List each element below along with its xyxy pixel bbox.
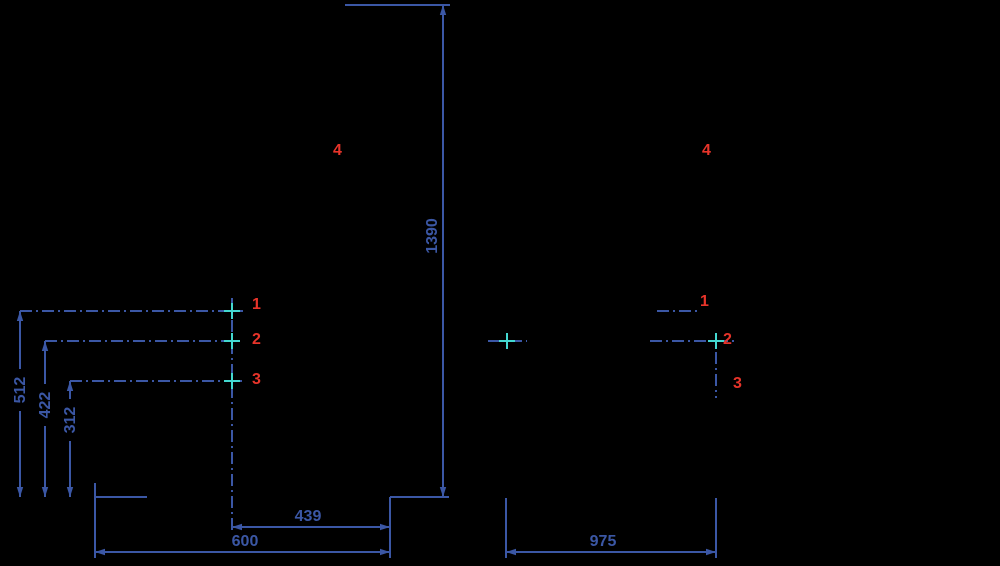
crosshair-icon — [224, 333, 240, 349]
point-label-3: 3 — [252, 371, 261, 388]
side-view: 4 1 2 3 975 — [488, 142, 742, 558]
dim-value-overall-width: 600 — [232, 533, 259, 550]
dim-value-point2-height: 422 — [37, 392, 54, 419]
crosshair-icon — [708, 333, 724, 349]
label-backing — [421, 214, 441, 258]
point-label-3: 3 — [733, 375, 742, 392]
dim-value-inset-width: 439 — [295, 508, 322, 525]
point-label-1: 1 — [252, 296, 261, 313]
dim-value-depth: 975 — [590, 533, 617, 550]
dim-value-point1-height: 512 — [12, 377, 29, 404]
point-label-4: 4 — [333, 142, 342, 159]
point-label-2: 2 — [252, 331, 261, 348]
crosshair-icon — [224, 303, 240, 319]
crosshair-icon — [499, 333, 515, 349]
front-view: 1390 4 512 422 312 — [12, 4, 450, 558]
crosshair-icon — [224, 373, 240, 389]
label-backing — [12, 369, 28, 411]
label-backing — [62, 399, 78, 441]
dim-label-point2-height: 422 — [37, 384, 54, 426]
dim-value-overall-height: 1390 — [424, 218, 441, 254]
point-label-1: 1 — [700, 293, 709, 310]
label-backing — [37, 384, 53, 426]
point-label-2: 2 — [723, 331, 732, 348]
dim-value-point3-height: 312 — [62, 407, 79, 434]
dim-label-point3-height: 312 — [62, 399, 79, 441]
dim-label-point1-height: 512 — [12, 369, 29, 411]
dim-label-overall-height: 1390 — [421, 214, 441, 258]
point-label-4: 4 — [702, 142, 711, 159]
